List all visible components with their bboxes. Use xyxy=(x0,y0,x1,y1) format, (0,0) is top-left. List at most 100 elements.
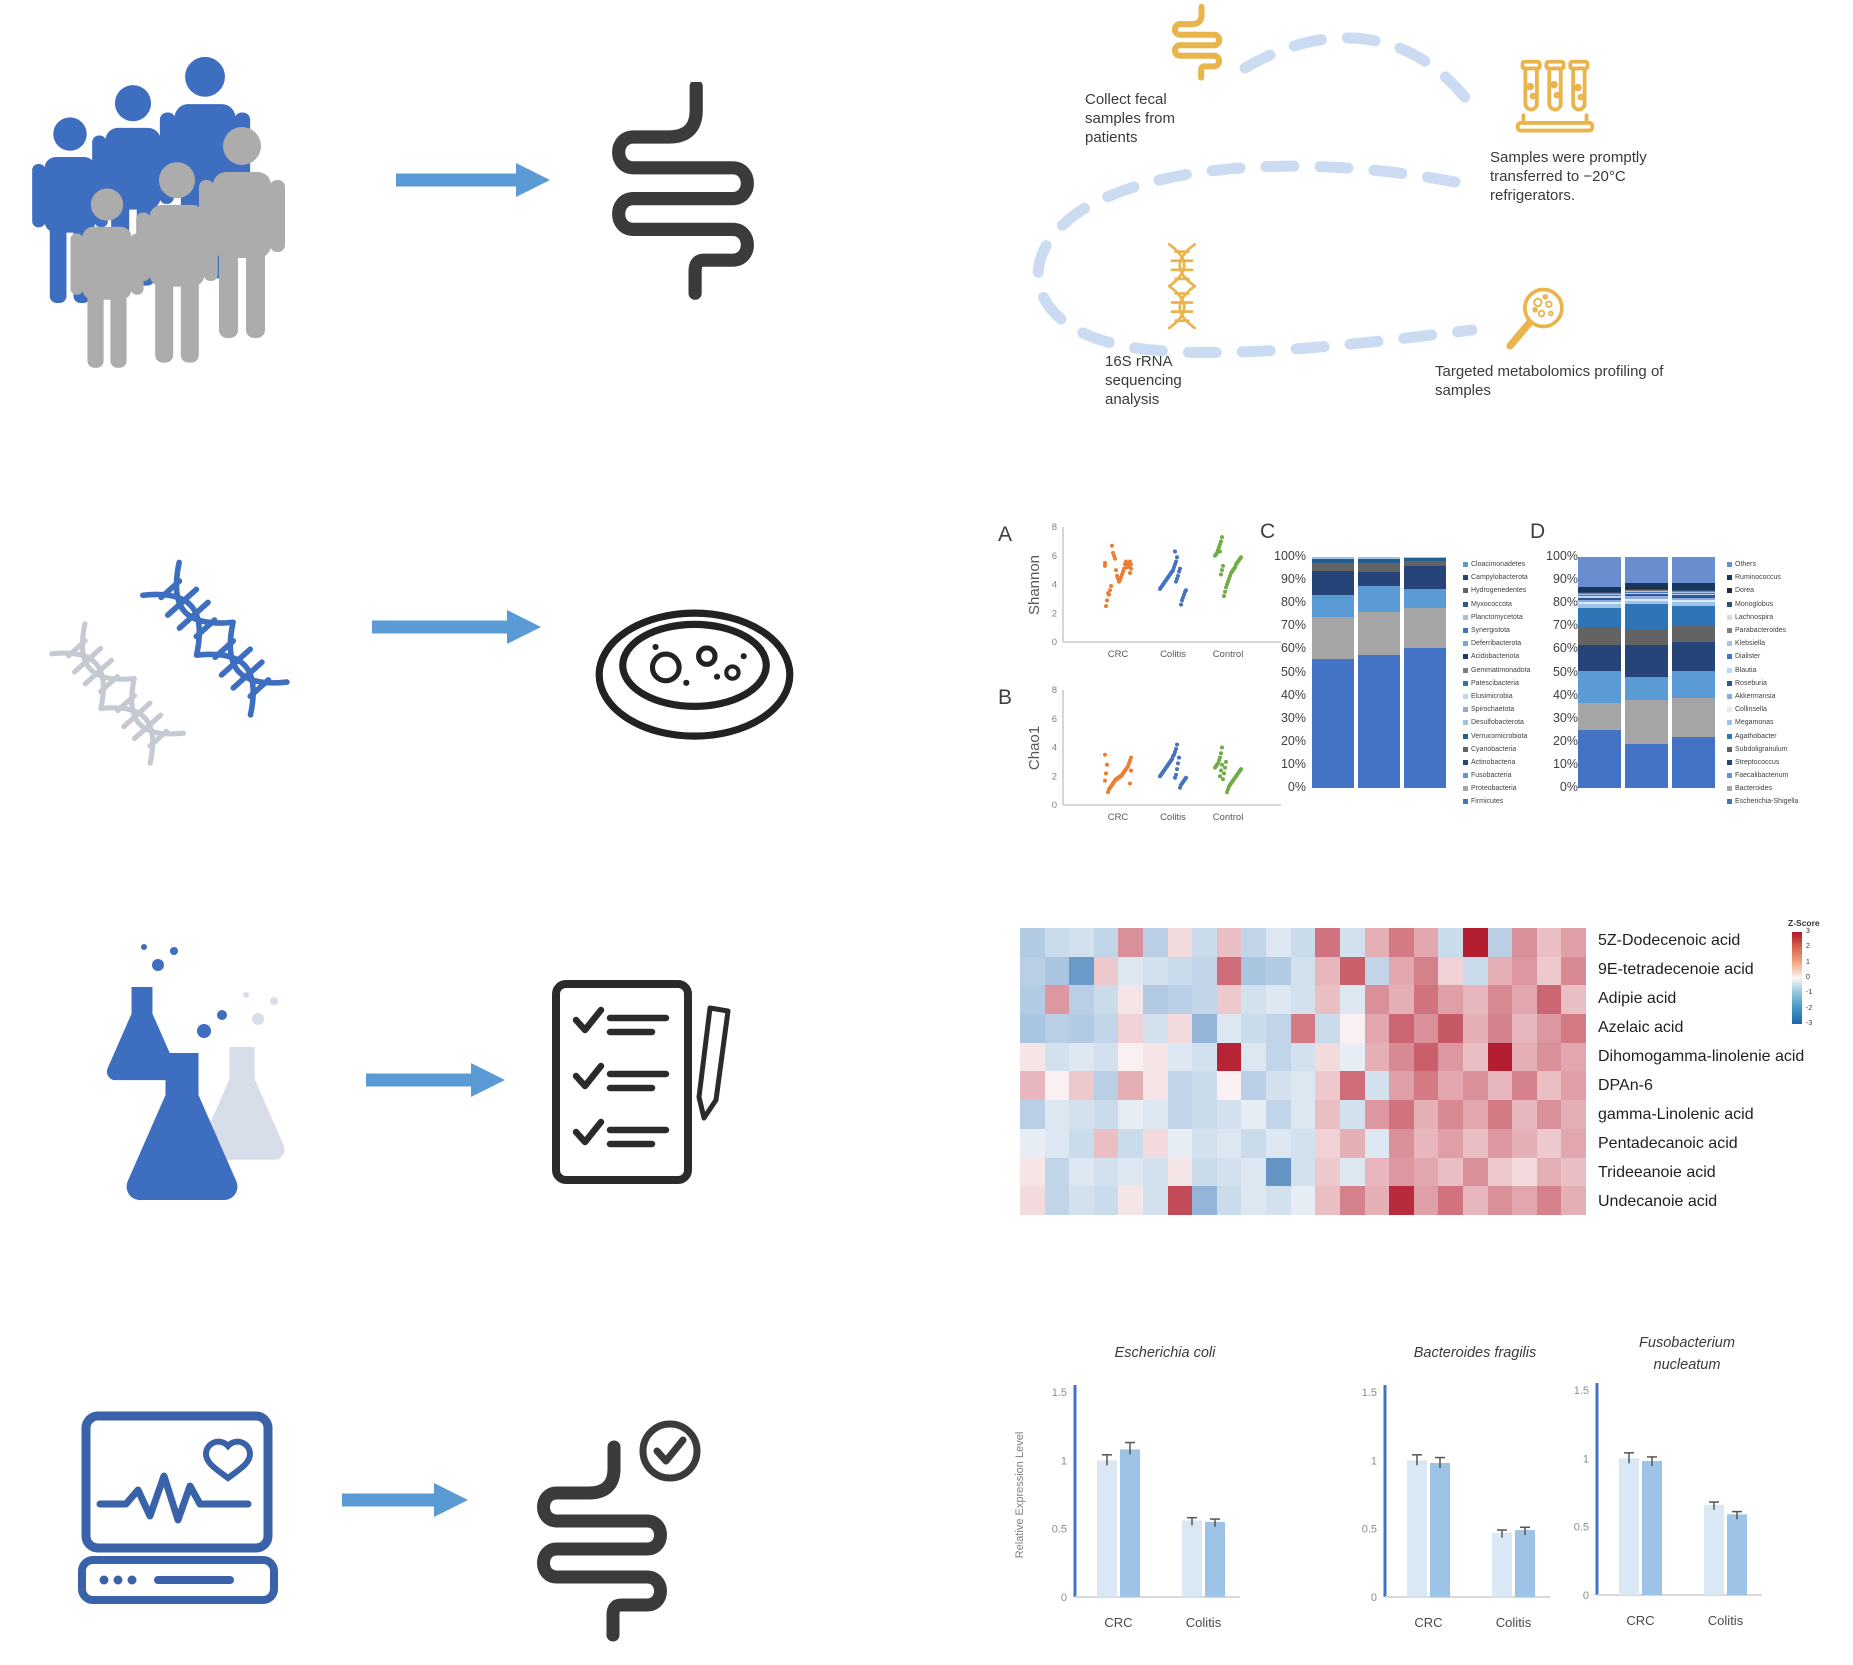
heatmap-cell xyxy=(1143,1186,1168,1215)
legend-swatch xyxy=(1463,720,1468,725)
heatmap-cell xyxy=(1069,1043,1094,1072)
y-tick-label: 1.5 xyxy=(1574,1385,1589,1397)
heatmap-cell xyxy=(1045,1158,1070,1187)
heatmap-cell xyxy=(1291,928,1316,957)
bar-segment-Escherichia-Shigella xyxy=(1578,730,1621,788)
dna-double-icon xyxy=(18,510,318,790)
legend-swatch xyxy=(1463,707,1468,712)
heatmap-cell xyxy=(1340,957,1365,986)
y-tick-label: 1 xyxy=(1583,1453,1589,1465)
heatmap-cell xyxy=(1094,1186,1119,1215)
y-tick-label: 0 xyxy=(1371,1592,1377,1604)
data-point xyxy=(1225,790,1229,794)
heatmap-cell xyxy=(1561,1043,1586,1072)
bar-segment-Agathobacter xyxy=(1672,606,1715,627)
legend-label: Deferribacterota xyxy=(1471,640,1521,647)
heatmap-cell xyxy=(1020,985,1045,1014)
heatmap-cell xyxy=(1094,1071,1119,1100)
legend-item: Subdoligranulum xyxy=(1727,743,1798,756)
scatter-points-CRC xyxy=(1103,753,1133,794)
y-tick-label: 30% xyxy=(1534,711,1578,727)
heatmap-cell xyxy=(1488,1158,1513,1187)
legend-swatch xyxy=(1727,654,1732,659)
heatmap-cell xyxy=(1045,1071,1070,1100)
legend-item: Dialister xyxy=(1727,650,1798,663)
legend-item: Deferribacterota xyxy=(1463,637,1531,650)
heatmap-cell xyxy=(1315,1186,1340,1215)
heatmap-cell xyxy=(1414,928,1439,957)
bar-segment-Fusobacteria xyxy=(1358,586,1400,613)
heatmap-cell xyxy=(1069,928,1094,957)
y-tick-label: 6 xyxy=(1052,551,1057,562)
heatmap-cell xyxy=(1463,985,1488,1014)
legend-label: Dialister xyxy=(1735,653,1760,660)
heatmap-cell xyxy=(1020,1158,1045,1187)
heatmap-cell xyxy=(1241,985,1266,1014)
legend-swatch xyxy=(1463,615,1468,620)
y-tick-label: 0 xyxy=(1061,1592,1067,1604)
data-point xyxy=(1173,776,1177,780)
heatmap-cell xyxy=(1537,1043,1562,1072)
y-tick-label: 30% xyxy=(1256,711,1306,727)
legend-label: Others xyxy=(1735,561,1756,568)
heatmap-cell xyxy=(1168,1158,1193,1187)
heatmap-cell xyxy=(1143,985,1168,1014)
y-tick-label: 90% xyxy=(1256,572,1306,588)
colorbar-tick-label: 1 xyxy=(1806,959,1810,966)
legend-item: Lachnospira xyxy=(1727,611,1798,624)
legend-swatch xyxy=(1463,562,1468,567)
heatmap-cell xyxy=(1340,1014,1365,1043)
data-point xyxy=(1109,584,1113,588)
data-point xyxy=(1177,756,1181,760)
x-category-label: CRC xyxy=(1108,649,1129,660)
heatmap-cell xyxy=(1561,1100,1586,1129)
heatmap-cell xyxy=(1561,1186,1586,1215)
heatmap-cell xyxy=(1241,1129,1266,1158)
data-point xyxy=(1103,564,1107,568)
heatmap-cell xyxy=(1241,928,1266,957)
y-tick-label: 100% xyxy=(1534,549,1578,565)
heatmap-cell xyxy=(1241,1186,1266,1215)
y-tick-label: 0.5 xyxy=(1574,1522,1589,1534)
legend-label: Spirochaetota xyxy=(1471,706,1514,713)
heatmap-cell xyxy=(1561,1014,1586,1043)
intestine-icon xyxy=(1165,2,1229,84)
data-point xyxy=(1220,535,1224,539)
heatmap-cell xyxy=(1192,1129,1217,1158)
heatmap-row-label: Trideeanoie acid xyxy=(1598,1158,1828,1187)
data-point xyxy=(1175,743,1179,747)
heatmap-cell xyxy=(1143,957,1168,986)
heatmap-cell xyxy=(1168,1043,1193,1072)
legend-label: Campylobacterota xyxy=(1471,574,1528,581)
legend-label: Subdoligranulum xyxy=(1735,746,1788,753)
heatmap-cell xyxy=(1143,1158,1168,1187)
bar-segment-Cyanobacteria xyxy=(1312,563,1354,571)
heatmap-cell xyxy=(1094,928,1119,957)
y-tick-label: 70% xyxy=(1256,618,1306,634)
legend-swatch xyxy=(1463,799,1468,804)
heatmap-cell xyxy=(1463,1186,1488,1215)
legend-label: Agathobacter xyxy=(1735,733,1777,740)
x-category-label: CRC xyxy=(1104,1615,1132,1630)
heatmap-cell xyxy=(1217,1100,1242,1129)
y-tick-label: 40% xyxy=(1256,688,1306,704)
data-point xyxy=(1115,574,1119,578)
heatmap-cell xyxy=(1168,1014,1193,1043)
heatmap-cell xyxy=(1118,985,1143,1014)
heatmap-cell xyxy=(1438,1158,1463,1187)
workflow-step-label: Samples were promptly transferred to −20… xyxy=(1490,148,1710,206)
y-tick-label: 0% xyxy=(1534,780,1578,796)
heatmap-cell xyxy=(1291,1014,1316,1043)
heatmap-cell xyxy=(1488,928,1513,957)
heatmap-cell xyxy=(1389,1158,1414,1187)
y-tick-label: 60% xyxy=(1256,641,1306,657)
y-tick-label: 60% xyxy=(1534,641,1578,657)
heatmap-cell xyxy=(1168,1186,1193,1215)
data-point xyxy=(1219,751,1223,755)
heatmap-cell xyxy=(1389,957,1414,986)
data-point xyxy=(1224,760,1228,764)
legend-item: Campylobacterota xyxy=(1463,571,1531,584)
heatmap-cell xyxy=(1512,1043,1537,1072)
heatmap-cell xyxy=(1438,1186,1463,1215)
